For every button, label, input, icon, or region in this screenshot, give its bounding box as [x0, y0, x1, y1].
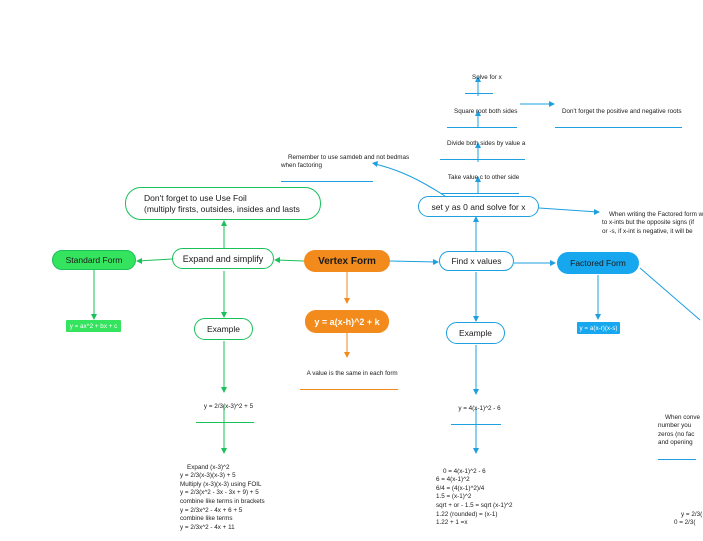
left-example-equation[interactable]: y = 2/3(x-3)^2 + 5 — [196, 394, 254, 423]
left-example-equation-text: y = 2/3(x-3)^2 + 5 — [203, 402, 254, 410]
bottom-right-partial-text: y = 2/3( 0 = 2/3( — [674, 510, 703, 527]
factored-form-label: Factored Form — [570, 258, 626, 268]
right-example-equation-text: y = 4(x-1)^2 - 6 — [458, 404, 501, 412]
right-example-label: Example — [458, 328, 493, 338]
expand-simplify-label: Expand and simplify — [182, 253, 264, 264]
pos-neg-roots-note[interactable]: Don't forget the positive and negative r… — [555, 99, 682, 128]
connector-sety-to-samdeb — [374, 163, 446, 197]
connector-lines — [91, 76, 701, 454]
factored-form-note-text: When writing the Factored form w to x-in… — [602, 210, 703, 235]
left-worked-steps[interactable]: Expand (x-3)^2 y = 2/3(x-3)(x-3) + 5 Mul… — [180, 455, 265, 541]
set-y-zero-node[interactable]: set y as 0 and solve for x — [418, 196, 539, 217]
a-value-note-text: A value is the same in each form — [306, 369, 398, 377]
bottom-right-partial[interactable]: y = 2/3( 0 = 2/3( — [674, 502, 702, 536]
left-example-label: Example — [206, 324, 241, 334]
connector-expand-to-standard — [137, 258, 173, 262]
samdeb-note-text: Remember to use samdeb and not bedmas wh… — [281, 153, 410, 170]
standard-form-equation[interactable]: y = ax^2 + bx + c — [66, 320, 121, 332]
vertex-equation-node[interactable]: y = a(x-h)^2 + k — [305, 310, 389, 333]
square-root-step-text: Square root both sides — [454, 107, 518, 115]
right-example-node[interactable]: Example — [446, 322, 505, 344]
a-value-note[interactable]: A value is the same in each form — [300, 361, 398, 390]
solve-for-x-step[interactable]: Solve for x — [465, 65, 502, 94]
square-root-step[interactable]: Square root both sides — [447, 99, 518, 128]
mind-map-canvas: Vertex Form y = a(x-h)^2 + k A value is … — [52, 65, 703, 531]
take-c-step-text: Take value c to other side — [447, 173, 520, 181]
divide-step-text: Divide both sides by value a — [447, 139, 526, 147]
connector-factored-to-convert — [639, 267, 701, 321]
solve-for-x-step-text: Solve for x — [472, 73, 502, 81]
factored-form-note[interactable]: When writing the Factored form w to x-in… — [602, 202, 703, 245]
take-c-step[interactable]: Take value c to other side — [441, 165, 520, 194]
standard-form-label: Standard Form — [65, 255, 123, 265]
convert-note-text: When conve number you zeros (no fac and … — [658, 413, 701, 447]
find-x-values-node[interactable]: Find x values — [439, 251, 514, 271]
connector-vertex-to-expand — [275, 259, 305, 262]
factored-form-equation[interactable]: y = a(x-r)(x-s) — [577, 322, 620, 334]
left-worked-steps-text: Expand (x-3)^2 y = 2/3(x-3)(x-3) + 5 Mul… — [180, 463, 265, 531]
factored-form-equation-text: y = a(x-r)(x-s) — [579, 324, 618, 332]
samdeb-note[interactable]: Remember to use samdeb and not bedmas wh… — [281, 145, 409, 183]
set-y-zero-label: set y as 0 and solve for x — [431, 201, 526, 212]
central-node-vertex-form[interactable]: Vertex Form — [304, 250, 390, 272]
expand-simplify-node[interactable]: Expand and simplify — [172, 248, 274, 269]
standard-form-node[interactable]: Standard Form — [52, 250, 136, 270]
right-example-equation[interactable]: y = 4(x-1)^2 - 6 — [451, 396, 501, 425]
factored-form-node[interactable]: Factored Form — [557, 252, 639, 274]
standard-form-equation-text: y = ax^2 + bx + c — [69, 322, 118, 330]
vertex-equation-label: y = a(x-h)^2 + k — [314, 316, 380, 327]
connector-sety-to-factnote — [538, 207, 599, 213]
convert-note[interactable]: When conve number you zeros (no fac and … — [658, 405, 700, 460]
foil-note-node[interactable]: Don't forget to use Use Foil (multiply f… — [125, 187, 321, 220]
find-x-values-label: Find x values — [451, 256, 502, 266]
pos-neg-roots-note-text: Don't forget the positive and negative r… — [562, 107, 682, 115]
right-worked-steps[interactable]: 0 = 4(x-1)^2 - 6 6 = 4(x-1)^2 6/4 = (4(x… — [436, 459, 512, 536]
left-example-node[interactable]: Example — [194, 318, 253, 340]
foil-note-text: Don't forget to use Use Foil (multiply f… — [144, 192, 300, 214]
right-worked-steps-text: 0 = 4(x-1)^2 - 6 6 = 4(x-1)^2 6/4 = (4(x… — [436, 467, 513, 527]
central-node-label: Vertex Form — [318, 255, 376, 267]
divide-step[interactable]: Divide both sides by value a — [440, 131, 526, 160]
connector-vertex-to-findx — [389, 260, 438, 263]
